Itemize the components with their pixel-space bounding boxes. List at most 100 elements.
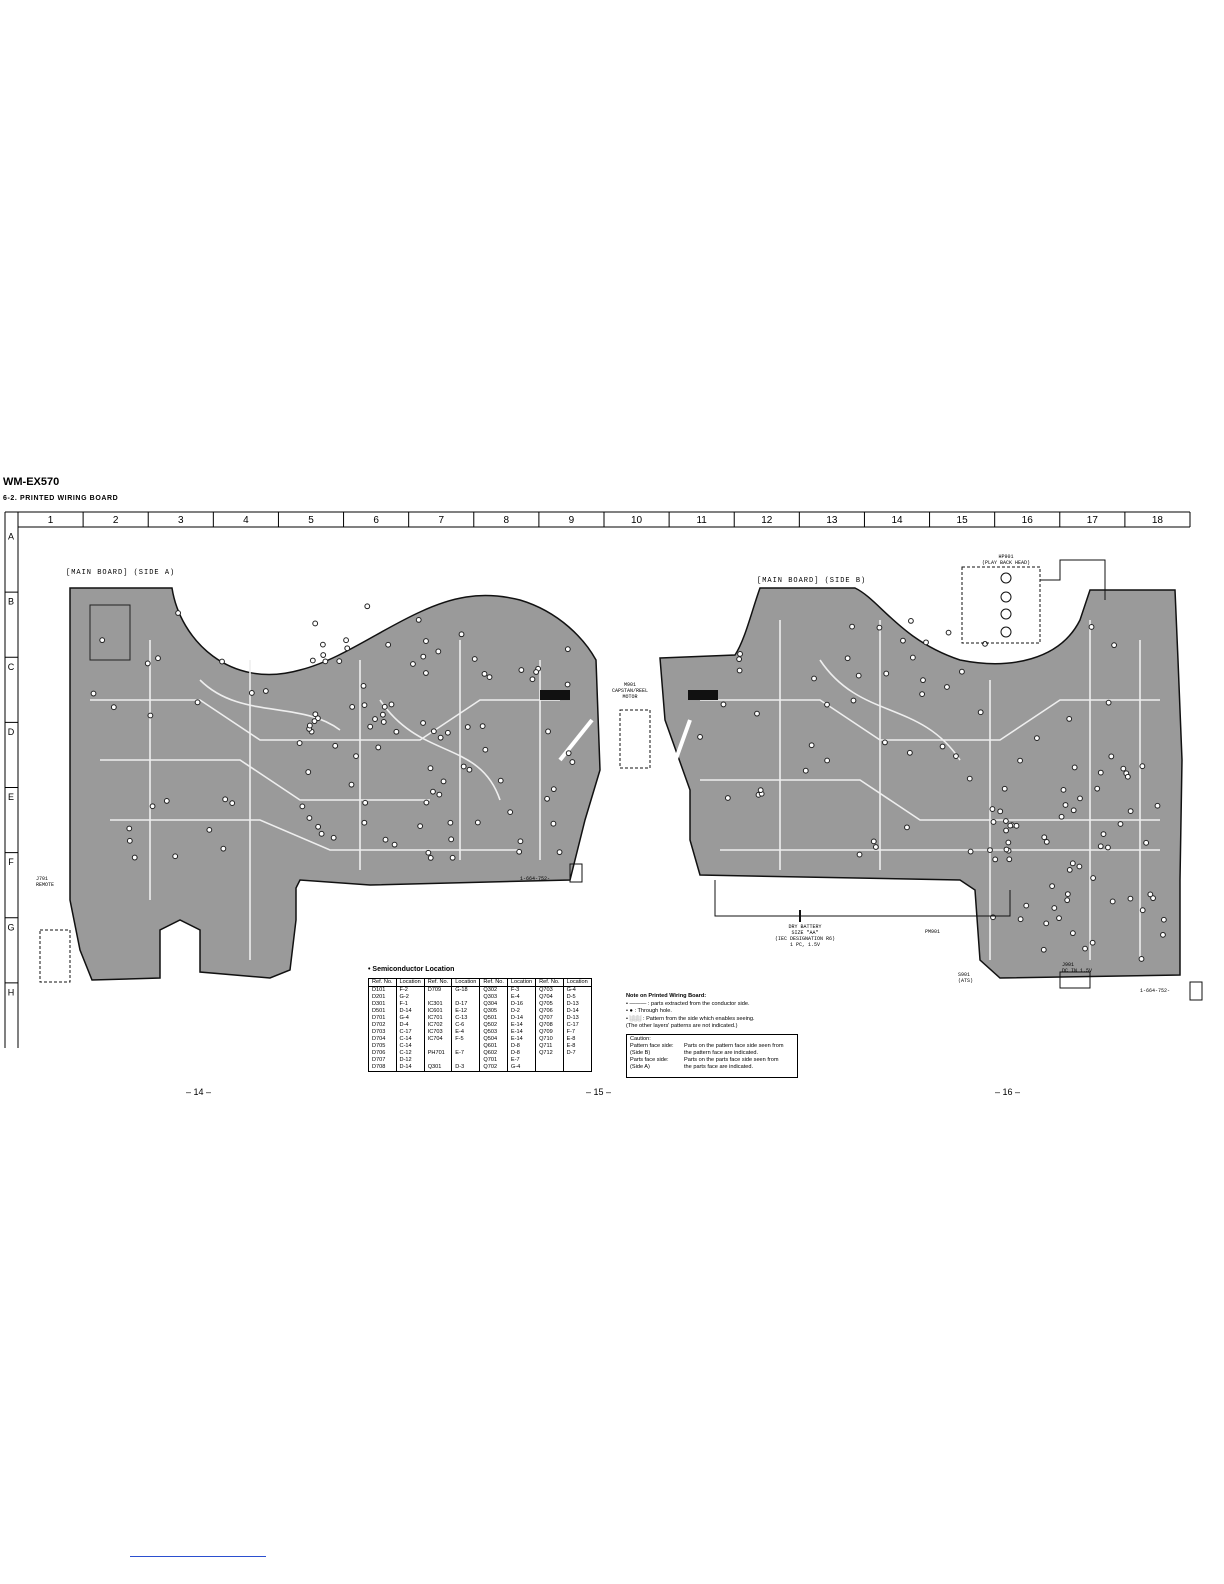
table-cell	[451, 994, 481, 1001]
grid-column-label: 1	[48, 515, 54, 526]
table-cell: Q701	[479, 1057, 508, 1064]
corner-mark-a	[569, 863, 583, 883]
table-cell: D703	[368, 1029, 397, 1036]
table-cell: PH701	[423, 1050, 453, 1057]
head-box	[961, 566, 1041, 644]
table-cell: Q702	[479, 1064, 508, 1072]
page-number-14: – 14 –	[186, 1087, 212, 1097]
table-cell: D-5	[562, 994, 592, 1001]
table-cell: Q710	[535, 1036, 564, 1043]
table-cell: Q303	[479, 994, 508, 1001]
table-header: Ref. No.	[423, 978, 453, 987]
table-cell: Q708	[535, 1022, 564, 1029]
table-cell: D201	[368, 994, 397, 1001]
table-cell	[535, 1057, 564, 1064]
board-b-traces	[700, 620, 1160, 960]
table-cell: E-14	[506, 1022, 537, 1029]
grid-column-label: 13	[826, 515, 838, 526]
section-title: 6-2. PRINTED WIRING BOARD	[3, 495, 119, 502]
table-cell: C-17	[395, 1029, 425, 1036]
through-holes	[90, 603, 1167, 962]
caution-value: Parts on the parts face side seen from	[684, 1057, 779, 1063]
table-cell: D708	[368, 1064, 397, 1072]
table-cell: D-3	[451, 1064, 481, 1072]
table-cell: Q301	[423, 1064, 453, 1072]
caution-key: (Side B)	[630, 1050, 651, 1056]
switch-label: S901 (ATS)	[958, 972, 974, 984]
table-cell: D-2	[506, 1008, 537, 1015]
board-b-connector	[688, 690, 718, 700]
table-cell: C-14	[395, 1043, 425, 1050]
table-header: Location	[451, 978, 481, 987]
table-cell: Q711	[535, 1043, 564, 1050]
grid-column-label: 16	[1022, 515, 1034, 526]
grid-row-label: E	[8, 792, 14, 802]
table-cell: C-6	[451, 1022, 481, 1029]
board-a-slot	[558, 718, 594, 762]
table-cell: D-14	[506, 1015, 537, 1022]
table-header: Ref. No.	[368, 978, 397, 987]
page-number-15: – 15 –	[586, 1087, 612, 1097]
table-cell: Q501	[479, 1015, 508, 1022]
note-item: (The other layers' patterns are not indi…	[626, 1023, 738, 1029]
table-cell: Q712	[535, 1050, 564, 1057]
table-cell: IC703	[423, 1029, 453, 1036]
table-cell: D-14	[562, 1008, 592, 1015]
notes: Note on Printed Wiring Board: • ——— : pa…	[626, 993, 796, 1031]
battery-wire	[714, 880, 1011, 917]
table-cell: G-4	[395, 1015, 425, 1022]
grid-column-label: 14	[891, 515, 903, 526]
dc-jack-label: J901 DC IN 1.5V	[1062, 962, 1093, 974]
motor-box	[619, 709, 651, 769]
table-cell: F-3	[506, 986, 537, 994]
table-cell: F-2	[395, 986, 425, 994]
board-side-a-label: [MAIN BOARD] (SIDE A)	[66, 569, 176, 577]
table-cell: IC704	[423, 1036, 453, 1043]
table-cell: Q706	[535, 1008, 564, 1015]
table-cell: Q504	[479, 1036, 508, 1043]
grid-column-label: 18	[1152, 515, 1164, 526]
grid-row-label: C	[8, 662, 15, 672]
caution-value: the pattern face are indicated.	[684, 1050, 759, 1056]
table-cell: D101	[368, 986, 397, 994]
caution-value: Parts on the pattern face side seen from	[684, 1043, 784, 1049]
grid-row-label: G	[7, 922, 14, 932]
table-cell: C-13	[451, 1015, 481, 1022]
grid-column-label: 6	[373, 515, 379, 526]
table-header: Location	[506, 978, 537, 987]
notes-title: Note on Printed Wiring Board:	[626, 993, 707, 999]
battery-label: DRY BATTERY SIZE "AA" (IEC DESIGNATION R…	[775, 924, 836, 948]
table-cell: D-16	[506, 1001, 537, 1008]
table-cell: Q707	[535, 1015, 564, 1022]
pm-label: PM901	[925, 929, 941, 935]
board-a-connector	[540, 690, 570, 700]
grid-row-label: H	[8, 987, 15, 997]
grid-column-label: 9	[569, 515, 575, 526]
table-cell: D-4	[395, 1022, 425, 1029]
note-item: • ● : Through hole.	[626, 1008, 672, 1014]
table-cell: Q502	[479, 1022, 508, 1029]
caution-box: Caution: Pattern face side:Parts on the …	[626, 1034, 798, 1078]
head-coils	[1000, 559, 1106, 638]
table-cell: E-4	[506, 994, 537, 1001]
table-header: Location	[562, 978, 592, 987]
table-header: Location	[395, 978, 425, 987]
corner-mark-b	[1189, 981, 1203, 1001]
grid-column-label: 8	[504, 515, 510, 526]
footer-link-underline[interactable]	[130, 1556, 266, 1557]
board-a-component-block	[89, 604, 131, 661]
grid-column-label: 2	[113, 515, 119, 526]
table-cell: Q305	[479, 1008, 508, 1015]
table-cell: Q602	[479, 1050, 508, 1057]
table-cell: D702	[368, 1022, 397, 1029]
table-cell	[451, 1043, 481, 1050]
table-cell	[562, 1057, 592, 1064]
table-cell: Q705	[535, 1001, 564, 1008]
grid-row-label: D	[8, 727, 15, 737]
table-cell: C-14	[395, 1036, 425, 1043]
